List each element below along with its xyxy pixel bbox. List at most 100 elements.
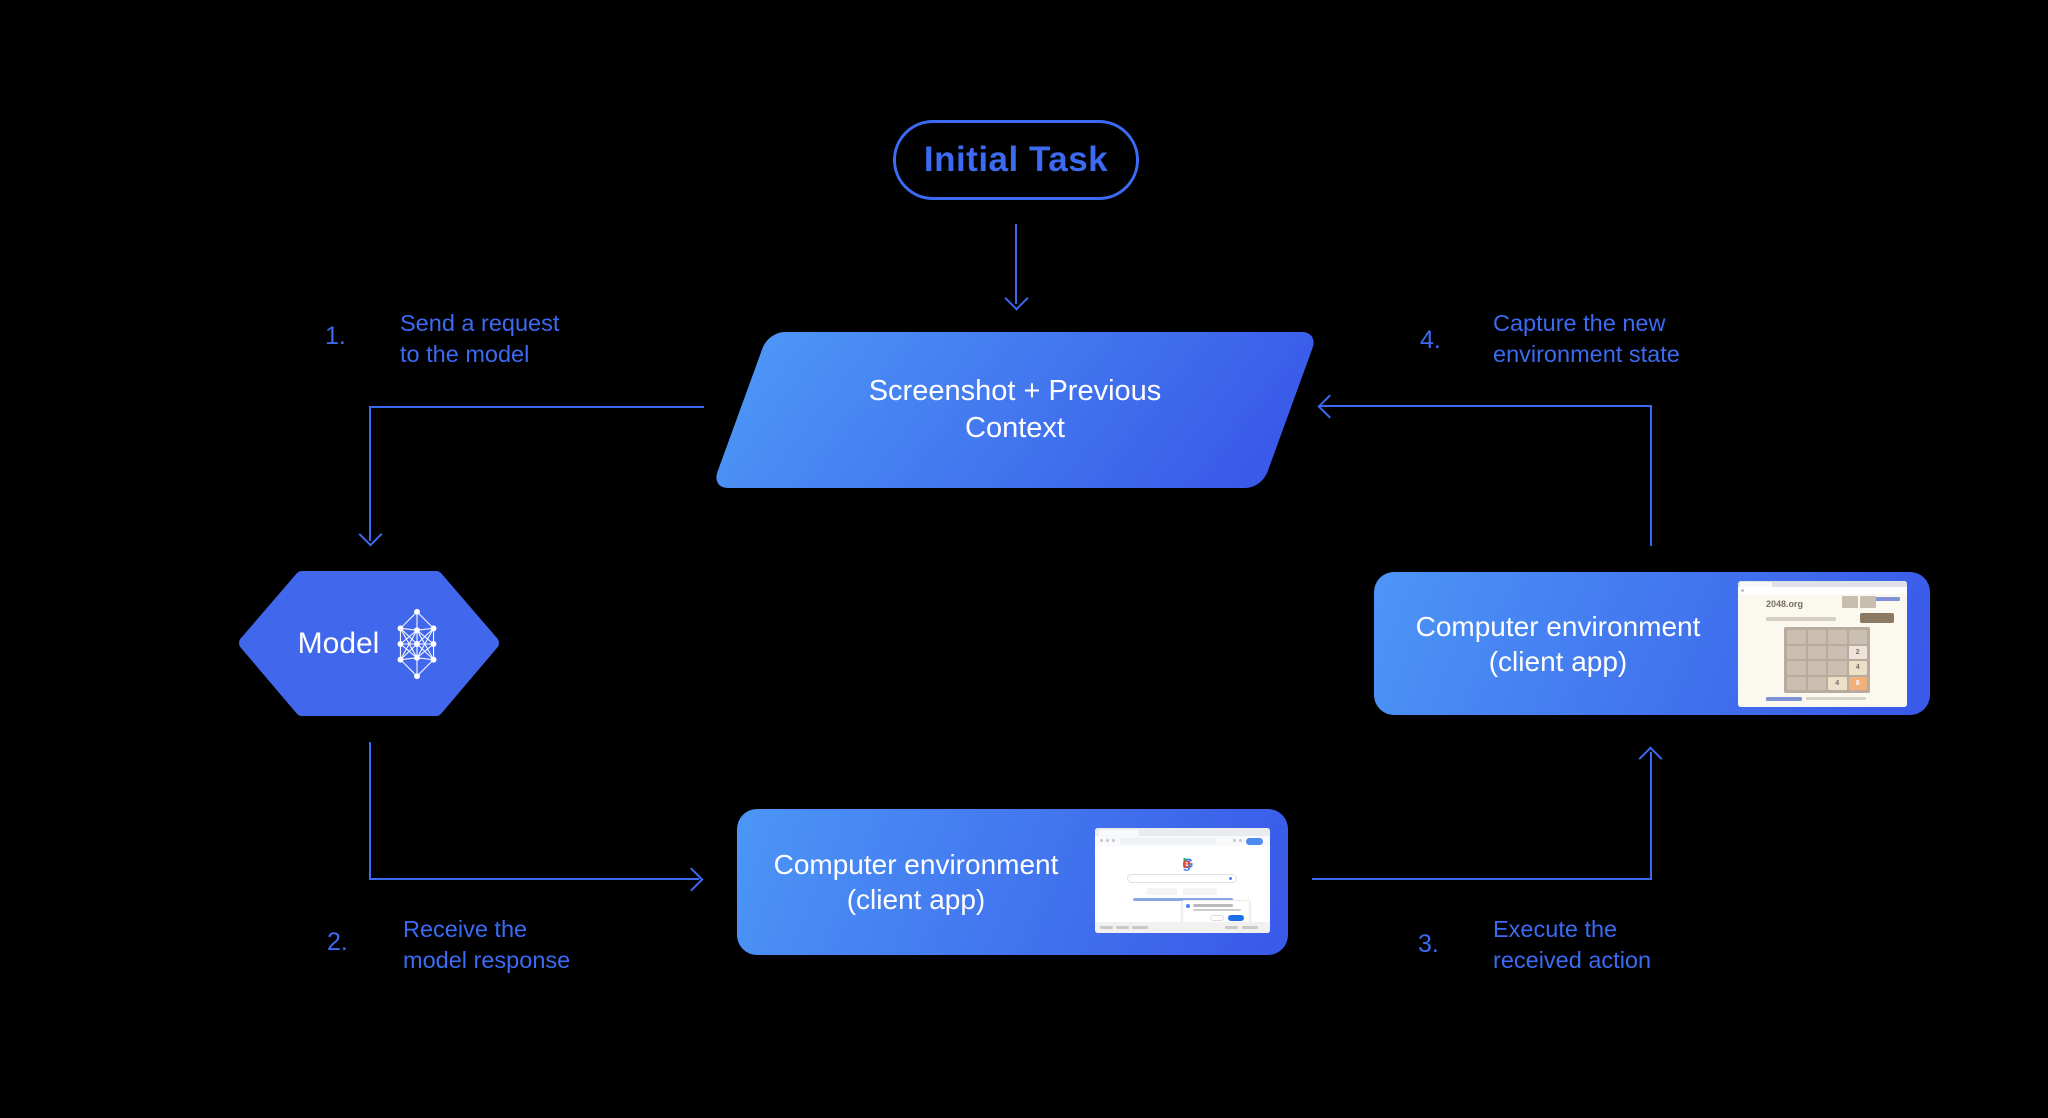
step-4-number: 4. [1420, 326, 1441, 354]
arrow-capture-to-context-hline [1320, 405, 1652, 407]
google-logo-letter: o [1182, 855, 1192, 871]
tile-4: 4 [1848, 661, 1867, 675]
arrow-context-to-model-head-icon [358, 522, 383, 547]
step-1-line2: to the model [400, 341, 530, 367]
tile [1787, 645, 1806, 659]
arrow-env-to-capture-hline [1312, 878, 1652, 880]
mini-best-box [1860, 596, 1876, 608]
tile [1828, 645, 1847, 659]
tile [1807, 676, 1826, 690]
arrow-capture-to-context-vline [1650, 406, 1652, 546]
mini-footer-link [1116, 926, 1129, 929]
mini-browser-tab [1740, 582, 1772, 587]
google-logo-letter: g [1182, 855, 1192, 871]
step-1-number: 1. [325, 322, 346, 350]
mini-dialog-primary-button [1228, 915, 1244, 921]
mini-search-bar [1127, 874, 1237, 883]
tile [1787, 676, 1806, 690]
arrow-env-to-capture-vline [1650, 752, 1652, 880]
mini-lucky-button [1183, 888, 1217, 895]
tile-8: 8 [1848, 676, 1867, 690]
google-logo-letter: G [1182, 855, 1194, 871]
env-capture-node: Computer environment (client app) 2048.o… [1374, 572, 1930, 715]
mini-footer-link [1100, 926, 1113, 929]
arrow-context-to-model-vline [369, 406, 371, 541]
mini-tab-strip [1095, 828, 1270, 836]
step-4-line2: environment state [1493, 341, 1680, 367]
arrow-task-to-context-head-icon [1004, 286, 1029, 311]
tile [1787, 630, 1806, 644]
step-1-line1: Send a request [400, 310, 560, 336]
tile [1807, 630, 1826, 644]
screenshot-context-label-wrap: Screenshot + Previous Context [740, 332, 1290, 488]
neural-network-icon [397, 608, 437, 679]
step-2-line2: model response [403, 947, 571, 973]
model-label: Model [297, 626, 380, 660]
mini-reload-icon [1112, 839, 1115, 842]
google-logo-letter: e [1182, 855, 1191, 871]
env-capture-title-wrap: Computer environment (client app) [1388, 572, 1728, 715]
mini-toolbar [1738, 587, 1907, 594]
mini-offered-link [1133, 898, 1233, 901]
game-2048-screenshot-thumbnail: 2048.org 2 4 4 8 [1738, 581, 1907, 707]
initial-task-label: Initial Task [923, 140, 1109, 179]
mini-footer-link [1242, 926, 1258, 929]
mini-search-button [1147, 888, 1177, 895]
tile [1807, 661, 1826, 675]
mini-back-icon [1741, 589, 1744, 592]
step-3-number: 3. [1418, 930, 1439, 958]
step-2-number: 2. [327, 928, 348, 956]
hexagon-shape [239, 571, 499, 716]
mini-forward-icon [1106, 839, 1109, 842]
mini-back-icon [1100, 839, 1103, 842]
mini-new-game-button [1860, 613, 1894, 623]
step-4-text: Capture the new environment state [1493, 308, 1680, 370]
tile-2: 2 [1848, 645, 1867, 659]
mini-dialog-secondary-button [1210, 915, 1224, 921]
mini-menu-icon [1239, 839, 1242, 842]
google-logo-letter: o [1182, 855, 1192, 871]
arrow-model-to-env-head-icon [679, 867, 704, 892]
google-logo-letter: l [1182, 855, 1187, 871]
step-3-line1: Execute the [1493, 916, 1618, 942]
arrow-model-to-env-hline [369, 878, 699, 880]
env-capture-label: Computer environment (client app) [1415, 610, 1701, 677]
tile [1807, 645, 1826, 659]
mini-tab-strip [1738, 581, 1907, 587]
mini-browser-tab [1099, 830, 1139, 836]
step-3-line2: received action [1493, 947, 1652, 973]
arrow-context-to-model-hline [369, 406, 704, 408]
env-execute-label: Computer environment (client app) [773, 849, 1059, 915]
mini-2048-title: 2048.org [1766, 599, 1804, 609]
tile [1787, 661, 1806, 675]
mini-footer-link [1225, 926, 1238, 929]
tile [1828, 630, 1847, 644]
mini-bottom-text [1806, 697, 1866, 700]
mini-extensions-icon [1233, 839, 1236, 842]
screenshot-context-label: Screenshot + Previous Context [868, 374, 1162, 444]
arrow-task-to-context-line [1015, 224, 1017, 304]
arrow-model-to-env-vline [369, 742, 371, 880]
mini-score-box [1842, 596, 1858, 608]
tile [1848, 630, 1867, 644]
mini-dialog-text-line [1193, 909, 1241, 911]
mini-footer-link [1132, 926, 1148, 929]
mini-top-link [1862, 597, 1900, 601]
mini-subtitle-text [1766, 617, 1836, 621]
env-execute-title-wrap: Computer environment (client app) [751, 809, 1081, 955]
arrow-capture-to-context-head-icon [1317, 394, 1342, 419]
mini-profile-chip [1246, 838, 1263, 845]
step-2-text: Receive the model response [403, 914, 570, 976]
mini-footer [1095, 922, 1270, 933]
mini-dialog-icon [1186, 904, 1190, 908]
mini-dialog-text-line [1193, 904, 1233, 907]
initial-task-node: Initial Task [893, 120, 1139, 200]
step-2-line1: Receive the [403, 916, 528, 942]
step-1-text: Send a request to the model [400, 308, 559, 370]
tile-4: 4 [1828, 676, 1847, 690]
model-content: Model [234, 566, 504, 721]
mini-mic-icon [1229, 877, 1232, 880]
